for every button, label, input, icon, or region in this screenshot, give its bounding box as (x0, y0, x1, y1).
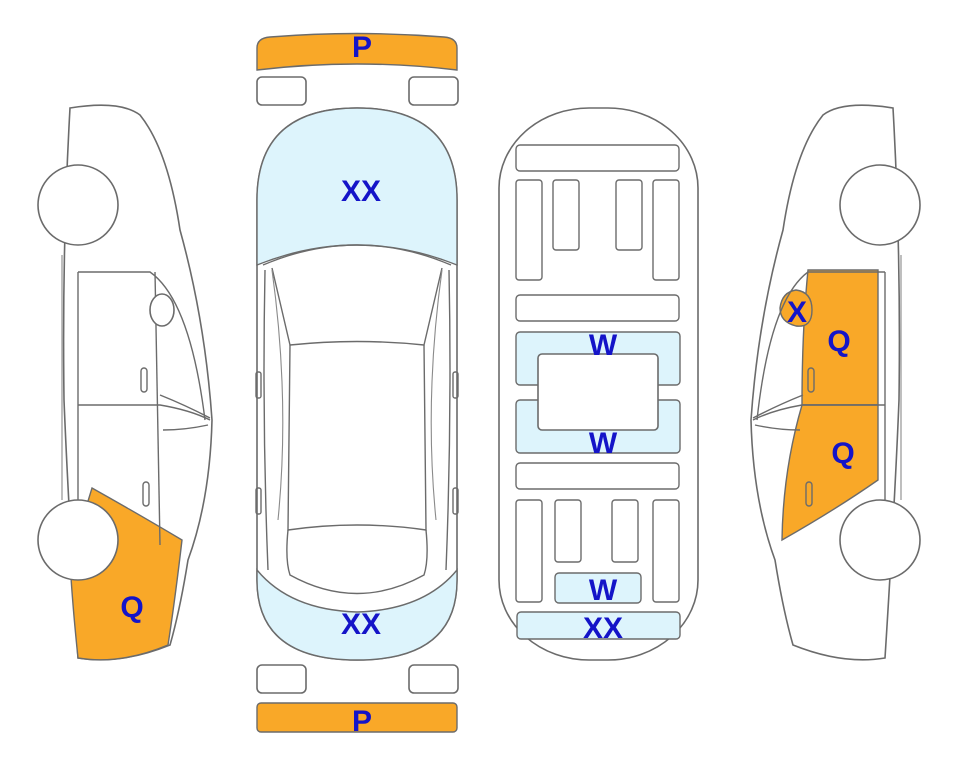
rear-left-light (256, 664, 307, 694)
right-front-door-handle (807, 367, 815, 393)
underside-bumper-label: XX (583, 612, 623, 645)
right-rear-door-label: Q (831, 437, 854, 470)
rear-bumper-damage[interactable] (256, 702, 458, 733)
right-side-view: X Q Q (750, 104, 921, 661)
right-front-door-label: Q (827, 325, 850, 358)
left-side-view: Q (37, 104, 213, 661)
left-mirror (149, 293, 175, 327)
top-view: P XX XX P (255, 31, 459, 738)
left-front-wheel (37, 164, 119, 246)
rear-right-light (408, 664, 459, 694)
front-bumper-label: P (352, 31, 372, 64)
right-rear-wheel (839, 499, 921, 581)
underside-rear-label: W (589, 574, 618, 607)
front-left-light (256, 76, 307, 106)
right-rear-door-damage[interactable] (781, 404, 879, 542)
left-front-door-handle (140, 367, 148, 393)
rear-bumper-label: P (352, 705, 372, 738)
right-mirror-label: X (787, 296, 807, 329)
underside-view: W W W XX (498, 107, 699, 661)
right-rear-door-handle (805, 481, 813, 507)
underside-front-label: W (589, 329, 618, 362)
underside-rear-panel[interactable] (554, 572, 642, 604)
left-rear-door-handle (142, 481, 150, 507)
front-right-light (408, 76, 459, 106)
underside-mid-label: W (589, 427, 618, 460)
underside-bumper-panel[interactable] (516, 611, 681, 640)
trunk-label: XX (341, 608, 381, 641)
right-mirror-damage[interactable] (779, 289, 813, 327)
trunk-panel[interactable] (256, 568, 458, 661)
left-rear-wheel (37, 499, 119, 581)
left-quarter-label: Q (120, 591, 143, 624)
front-bumper-damage[interactable] (256, 32, 458, 71)
right-front-wheel (839, 164, 921, 246)
hood-label: XX (341, 175, 381, 208)
underside-center-frame (537, 353, 659, 431)
